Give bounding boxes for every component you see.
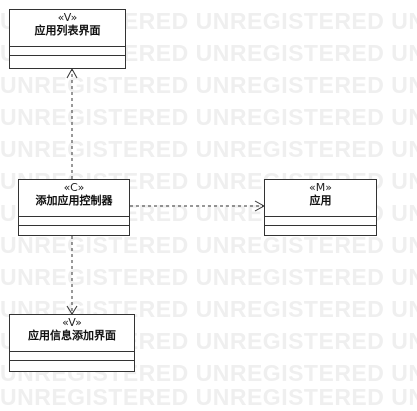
arrowhead-up [66, 67, 78, 79]
stereotype-label: «M» [309, 181, 332, 194]
attributes-compartment [19, 216, 129, 225]
class-name: 应用信息添加界面 [28, 329, 116, 342]
attributes-compartment [265, 216, 376, 225]
attributes-compartment [10, 46, 125, 55]
class-name-compartment: «M» 应用 [265, 180, 376, 216]
class-name: 应用 [309, 194, 332, 207]
class-add-controller[interactable]: «C» 添加应用控制器 [18, 179, 130, 236]
attributes-compartment [10, 351, 134, 360]
operations-compartment [10, 55, 125, 68]
stereotype-label: «V» [57, 11, 78, 24]
operations-compartment [10, 360, 134, 371]
operations-compartment [265, 225, 376, 235]
class-list-view[interactable]: «V» 应用列表界面 [9, 9, 126, 69]
class-name-compartment: «C» 添加应用控制器 [19, 180, 129, 216]
class-name-compartment: «V» 应用信息添加界面 [10, 315, 134, 351]
stereotype-label: «C» [63, 181, 85, 194]
class-name: 添加应用控制器 [35, 194, 113, 207]
stereotype-label: «V» [62, 316, 82, 329]
class-name: 应用列表界面 [34, 24, 101, 37]
class-name-compartment: «V» 应用列表界面 [10, 10, 125, 46]
operations-compartment [19, 225, 129, 235]
class-app-model[interactable]: «M» 应用 [264, 179, 377, 236]
class-add-view[interactable]: «V» 应用信息添加界面 [9, 314, 135, 372]
